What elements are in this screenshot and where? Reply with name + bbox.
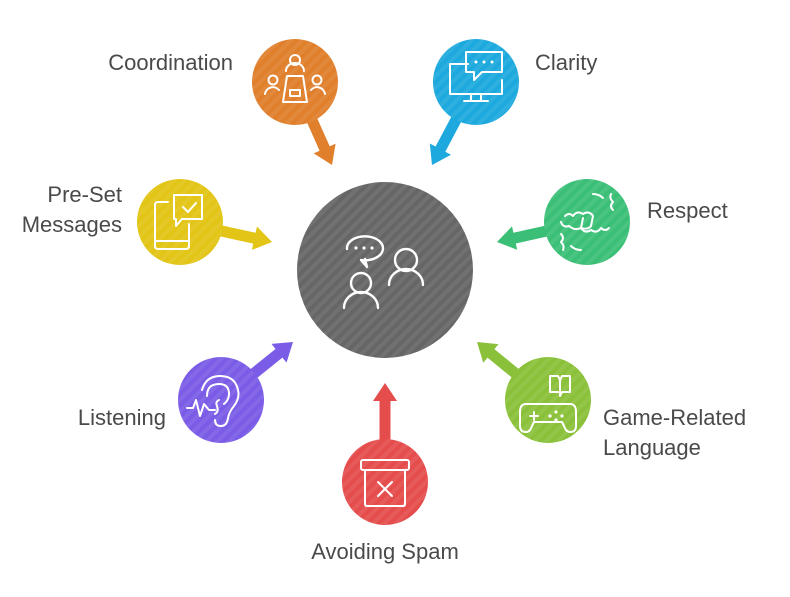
node-stripes-clarity — [433, 39, 519, 125]
node-stripes-avoiding-spam — [342, 439, 428, 525]
label-coordination: Coordination — [108, 48, 233, 78]
label-pre-set-line2: Messages — [21, 212, 122, 237]
center-circle-stripes — [297, 182, 473, 358]
label-respect-text: Respect — [647, 198, 728, 223]
node-coordination — [252, 39, 338, 125]
ear-sound-icon — [186, 375, 240, 427]
label-game-line1: Game-Related — [603, 405, 747, 430]
node-stripes-listening — [178, 357, 264, 443]
center-node — [297, 182, 473, 358]
label-respect: Respect — [647, 196, 728, 226]
label-game-related-language: Game-Related Language — [603, 403, 746, 463]
node-stripes-respect — [544, 179, 630, 265]
box-x-icon — [360, 459, 410, 507]
gamepad-book-icon — [519, 375, 577, 433]
label-avoiding-spam: Avoiding Spam — [285, 537, 485, 567]
meeting-table-icon — [264, 54, 326, 103]
node-game-related-language — [505, 357, 591, 443]
phone-check-message-icon — [154, 194, 203, 250]
node-avoiding-spam — [342, 439, 428, 525]
label-clarity-text: Clarity — [535, 50, 598, 75]
arrows-layer — [178, 79, 589, 482]
node-stripes-game-related-language — [505, 357, 591, 443]
node-stripes-coordination — [252, 39, 338, 125]
arrow-avoiding-spam — [373, 383, 397, 482]
label-pre-set-line1: Pre-Set — [47, 182, 122, 207]
label-listening: Listening — [78, 403, 166, 433]
label-game-line2: Language — [603, 435, 701, 460]
node-listening — [178, 357, 264, 443]
monitor-chat-icon — [449, 51, 503, 102]
node-respect — [544, 179, 630, 265]
fist-bump-icon — [560, 193, 614, 251]
label-clarity: Clarity — [535, 48, 597, 78]
node-clarity — [433, 39, 519, 125]
node-pre-set-messages — [137, 179, 223, 265]
label-avoiding-spam-text: Avoiding Spam — [311, 539, 459, 564]
label-pre-set-messages: Pre-Set Messages — [22, 180, 122, 240]
label-listening-text: Listening — [77, 405, 166, 430]
nodes-layer — [137, 39, 630, 525]
chat-people-icon — [342, 235, 425, 310]
label-coordination-text: Coordination — [108, 50, 233, 75]
